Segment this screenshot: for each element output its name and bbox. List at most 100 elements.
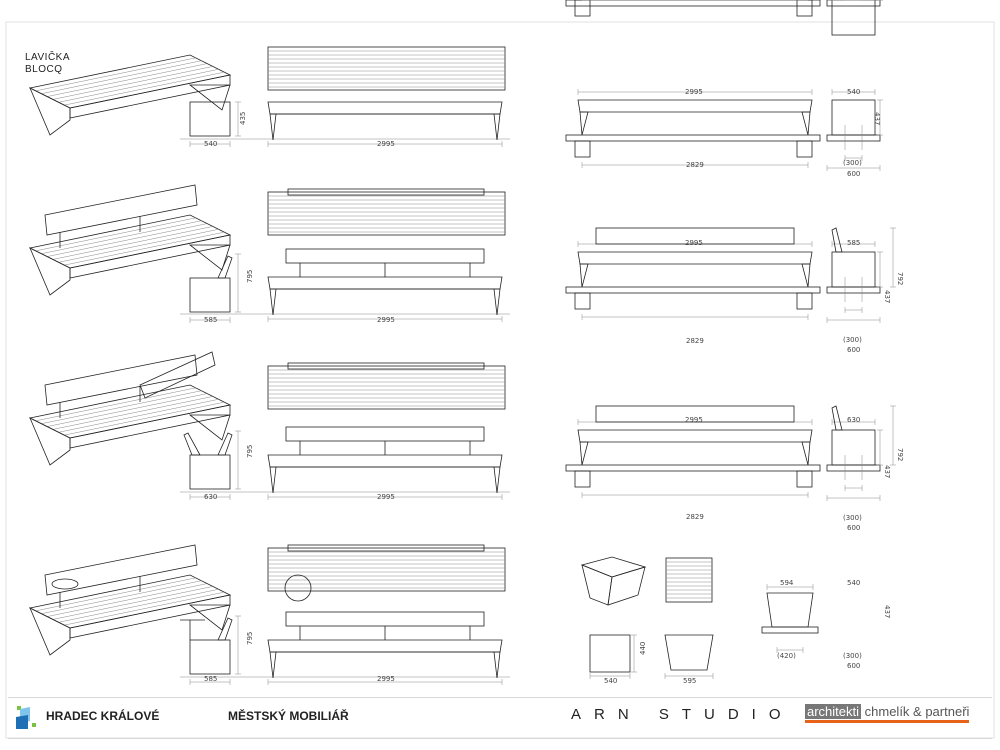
side-view-body xyxy=(189,639,231,675)
dim-elev-length: 2995 xyxy=(685,416,703,424)
dim-side-width: 585 xyxy=(204,316,217,324)
drawing-line xyxy=(64,231,225,266)
iso-bench-leg xyxy=(188,414,231,441)
title-line1: LAVIČKA xyxy=(25,50,70,63)
elevation-leg xyxy=(579,111,589,136)
drawing-line xyxy=(64,401,225,436)
dim-stool-height: 440 xyxy=(639,642,647,655)
studio-name: ARN STUDIO xyxy=(571,706,794,723)
stool-front xyxy=(664,634,714,671)
dim-support-span: 2829 xyxy=(686,337,704,345)
dim-length: 2995 xyxy=(377,493,395,501)
footer-bar: HRADEC KRÁLOVÉ MĚSTSKÝ MOBILIÁŘ ARN STUD… xyxy=(8,697,992,739)
dim-sect-total: 792 xyxy=(896,448,904,461)
dim-sect-b-width: 540 xyxy=(847,579,860,587)
right-elevation-seat xyxy=(577,251,813,265)
drawing-line xyxy=(58,229,219,263)
foundation-plank xyxy=(565,134,821,142)
dim-side-width: 630 xyxy=(204,493,217,501)
dim-sect-width: 540 xyxy=(847,88,860,96)
dim-sect-a-inner: (420) xyxy=(777,652,796,660)
elevation-leg xyxy=(801,441,811,466)
dim-stool-front-width: 595 xyxy=(683,677,696,685)
drawing-line xyxy=(47,223,208,257)
drawing-line xyxy=(35,217,196,252)
foundation-block xyxy=(796,0,813,17)
drawing-line xyxy=(58,69,219,103)
dim-stool-width: 540 xyxy=(604,677,617,685)
dim-sect-base: 600 xyxy=(847,170,860,178)
elevation-leg xyxy=(269,113,277,141)
iso-bench-leg xyxy=(188,604,231,631)
dim-sect-height: 437 xyxy=(883,465,891,478)
drawing-line xyxy=(41,390,202,424)
plan-view xyxy=(267,191,506,236)
side-backrest xyxy=(217,255,233,279)
drawing-line xyxy=(47,583,208,617)
iso-bench-backrest xyxy=(139,351,216,399)
elevation-backrest xyxy=(285,248,485,264)
dim-elev-length: 2995 xyxy=(685,88,703,96)
dim-sect-inner: (300) xyxy=(843,336,862,344)
plan-view xyxy=(267,365,506,410)
elevation-leg xyxy=(579,441,589,466)
dim-sect-base: 600 xyxy=(847,346,860,354)
drawing-line xyxy=(64,71,225,106)
foundation-plank xyxy=(565,286,821,294)
dim-sect-a-width: 594 xyxy=(780,579,794,587)
elevation-leg xyxy=(493,288,501,316)
dim-length: 2995 xyxy=(377,316,395,324)
side-view-body xyxy=(189,454,231,490)
elevation-backrest xyxy=(595,405,795,423)
dim-elev-length: 2995 xyxy=(685,239,703,247)
drawing-line xyxy=(64,591,225,626)
iso-bench-leg xyxy=(188,244,231,271)
section-a-body xyxy=(766,592,814,628)
front-elevation-seat xyxy=(267,639,503,653)
plan-side-table xyxy=(284,574,312,602)
plan-view xyxy=(267,46,506,91)
elevation-backrest xyxy=(285,426,485,442)
right-elevation-seat xyxy=(577,429,813,443)
dim-side-height: 795 xyxy=(246,445,254,458)
section-base xyxy=(826,286,881,294)
foundation-block xyxy=(574,140,591,158)
elevation-leg xyxy=(493,113,501,141)
sheet-border xyxy=(5,21,995,739)
section-body xyxy=(831,429,876,466)
iso-bench-backrest xyxy=(44,354,198,406)
side-view-body xyxy=(189,101,231,137)
dim-sect-width: 585 xyxy=(847,239,860,247)
section-base xyxy=(826,464,881,472)
dim-sect-base: 600 xyxy=(847,524,860,532)
iso-bench-leg xyxy=(188,84,231,111)
drawing-line xyxy=(35,577,196,612)
drawing-line xyxy=(52,66,213,100)
front-elevation-seat xyxy=(267,454,503,468)
city-logo-icon xyxy=(16,706,36,729)
plan-backrest xyxy=(287,188,485,196)
foundation-block xyxy=(574,0,591,17)
iso-bench-backrest xyxy=(44,184,198,236)
elevation-leg xyxy=(269,651,277,679)
iso-bench-leg xyxy=(29,87,71,136)
front-elevation-seat xyxy=(267,276,503,290)
front-elevation-seat xyxy=(267,101,503,115)
elevation-leg xyxy=(269,466,277,494)
iso-bench-backrest xyxy=(44,544,198,596)
dim-sect-inner: (300) xyxy=(843,514,862,522)
dim-sect-width: 630 xyxy=(847,416,860,424)
dim-sect-b-height: 437 xyxy=(883,605,891,618)
dim-sect-height: 437 xyxy=(873,112,881,125)
dim-sect-total: 792 xyxy=(896,272,904,285)
elevation-leg xyxy=(493,651,501,679)
drawing-line xyxy=(41,220,202,254)
right-elevation-seat xyxy=(577,99,813,113)
elevation-leg xyxy=(801,263,811,288)
section-body xyxy=(831,99,876,136)
drawing-line xyxy=(52,586,213,620)
iso-bench-leg xyxy=(29,417,71,466)
drawing-line xyxy=(52,226,213,260)
elevation-leg xyxy=(579,263,589,288)
